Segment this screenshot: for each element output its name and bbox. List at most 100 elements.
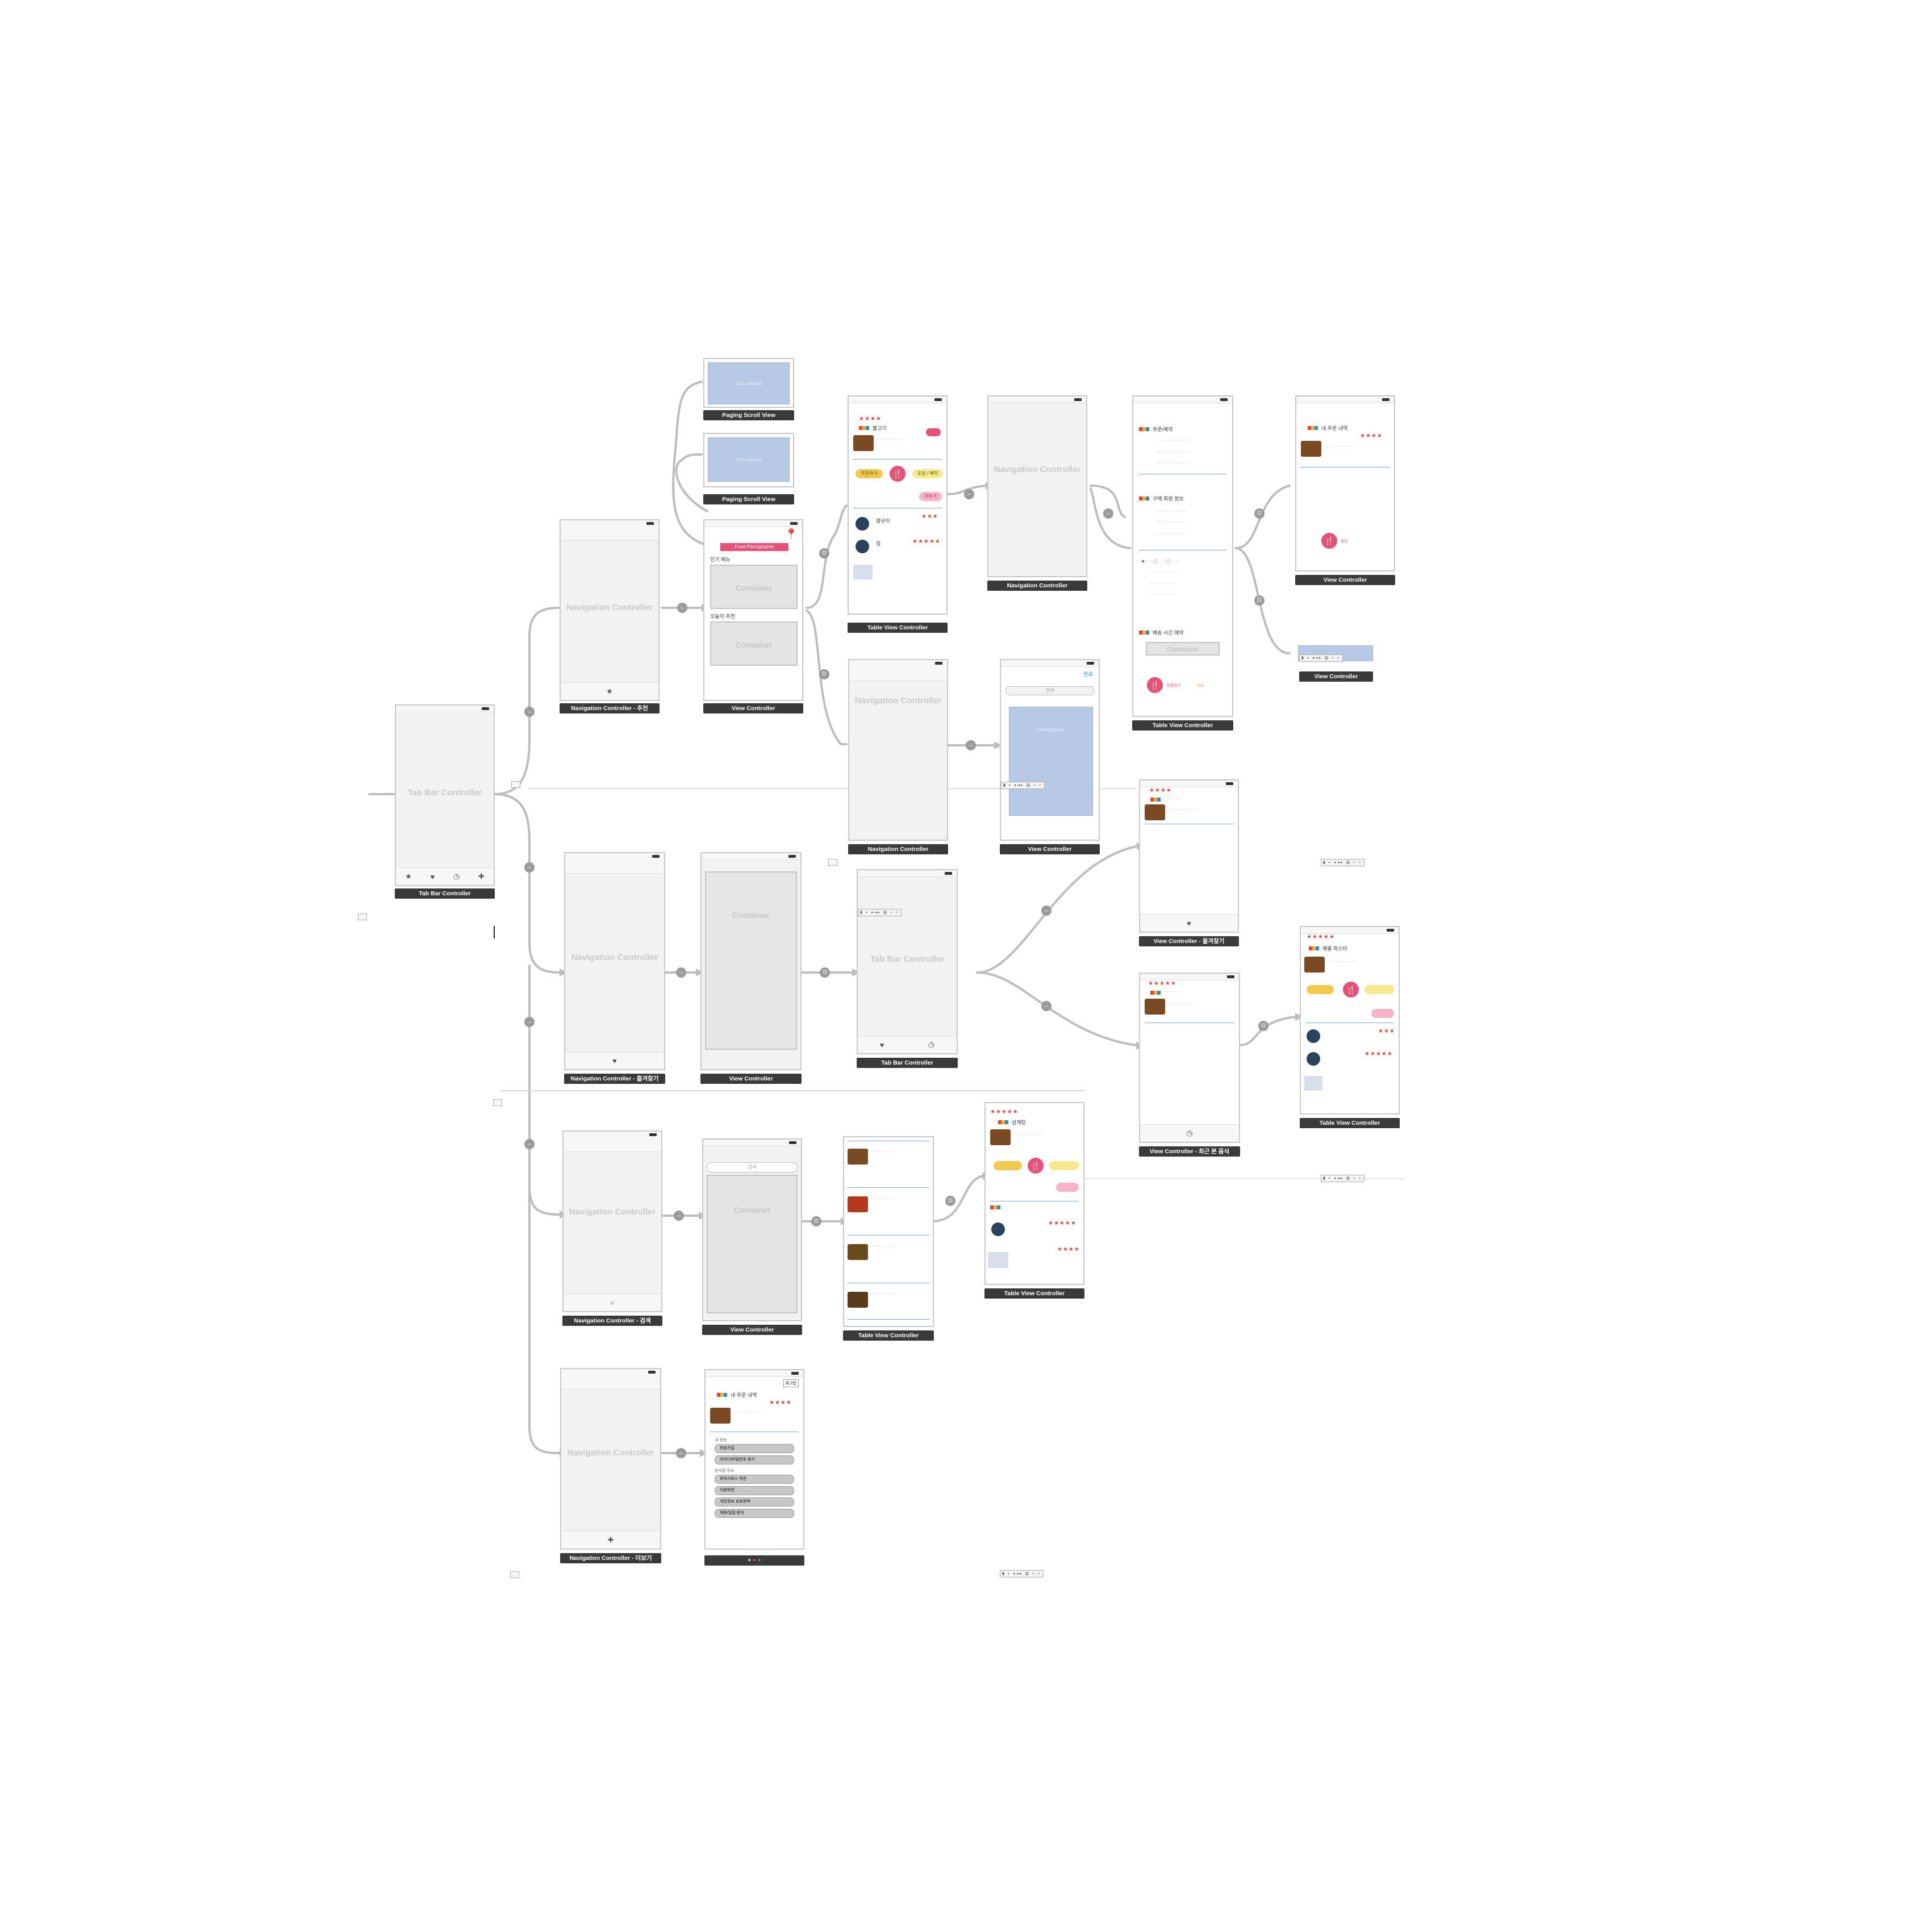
reserve-button[interactable]: 포장 / 예약 <box>912 469 943 478</box>
delivery-container[interactable]: Container <box>1146 642 1220 656</box>
scene-caption[interactable]: Navigation Controller - 즐겨찾기 <box>564 1074 665 1084</box>
nav-controller-frame[interactable]: Navigation Controller <box>987 395 1087 577</box>
login-button[interactable]: 로그인 <box>783 1379 799 1387</box>
menu-button[interactable]: 제휴/입점 문의 <box>715 1509 794 1518</box>
segue-badge[interactable]: ↔ <box>524 707 535 717</box>
menu-button[interactable]: 위치서비스 약관 <box>715 1475 794 1484</box>
fork-knife-icon[interactable]: 🍴 <box>1028 1158 1044 1174</box>
scene-dock[interactable]: ▮ ◐ ▸◂▸ ▥ ⌕ ⌕ <box>1299 654 1343 662</box>
segue-badge[interactable]: ↔ <box>674 1211 684 1221</box>
search-container[interactable]: Container <box>707 1175 798 1313</box>
vc-recent-frame[interactable]: ★★★★★ · · · · · · · · · · · · · · · · · … <box>1139 973 1240 1143</box>
confirm-label[interactable]: 주문하기 <box>1166 684 1181 688</box>
tab-bar-controller-frame[interactable]: Tab Bar Controller ★ ♥ ◷ ✚ <box>395 704 495 886</box>
scene-caption[interactable]: Navigation Controller - 검색 <box>562 1316 662 1326</box>
segue-badge[interactable]: ⊡ <box>1254 595 1265 606</box>
result-row-text[interactable]: · · · · · · · · · · <box>871 1244 895 1248</box>
vc-recommend-frame[interactable]: Food Photographer 📍 인기 메뉴 Container 오늘의 … <box>703 519 803 701</box>
more-pill[interactable] <box>1056 1183 1079 1192</box>
order-pill[interactable] <box>994 1161 1022 1170</box>
scene-caption[interactable]: Navigation Controller - 추천 <box>560 703 660 713</box>
scene-caption[interactable]: View Controller <box>700 1074 802 1084</box>
scene-marker[interactable] <box>358 913 367 920</box>
segue-badge[interactable]: ↔ <box>524 862 535 873</box>
scene-caption[interactable]: View Controller <box>1000 844 1100 854</box>
vc-order-result-frame[interactable]: 내 주문 내역 ★★★★ · · · · · · · · · · · · 🍴 확… <box>1295 395 1395 571</box>
scene-caption[interactable]: Tab Bar Controller <box>857 1058 958 1068</box>
result-row-text[interactable]: · · · · · · · · · · <box>871 1292 895 1296</box>
segue-badge[interactable]: ↔ <box>677 603 687 613</box>
fork-knife-icon[interactable]: 🍴 <box>1343 982 1359 998</box>
nav-controller-frame[interactable]: Navigation Controller <box>848 659 948 841</box>
heart-icon[interactable]: ♥ <box>879 1040 884 1049</box>
tvc-order-frame[interactable]: 주문/예약 · · · · · · · · · · · · · · · · · … <box>1132 395 1233 717</box>
menu-button[interactable]: 이용약관 <box>715 1486 794 1495</box>
scene-marker[interactable] <box>493 1099 502 1106</box>
scene-caption[interactable]: Paging Scroll View <box>703 410 794 420</box>
popular-container[interactable]: Container <box>710 565 798 609</box>
scene-dock[interactable]: ● ● ● <box>704 1555 804 1566</box>
tab-bar-controller-frame[interactable]: ▮ ◐ ▸◂▸ ▥ ⌕ ⌕ Tab Bar Controller ♥ ◷ <box>857 869 958 1054</box>
cancel-label[interactable]: 취소 <box>1197 684 1204 688</box>
vc-search-frame[interactable]: 검색 Container <box>702 1138 802 1321</box>
vc-fav-frame[interactable]: Container <box>700 852 802 1070</box>
more-button[interactable]: 더보기 <box>919 492 942 501</box>
tvc-search-detail-frame[interactable]: ★★★★★ 삼계탕 · · · · · · · · · · · · 🍴 ★★★★… <box>984 1102 1084 1285</box>
segue-badge[interactable]: ⊡ <box>811 1216 821 1226</box>
scene-caption[interactable]: Table View Controller <box>1300 1118 1400 1128</box>
menu-button[interactable]: 개인정보 보호정책 <box>715 1497 794 1507</box>
menu-button[interactable]: 아이디/비밀번호 찾기 <box>715 1455 794 1464</box>
radio-options[interactable]: ◉ · · · ◯ · · · ◯ · · · <box>1141 560 1178 564</box>
segue-badge[interactable]: ↔ <box>1041 906 1051 916</box>
search-input[interactable]: 검색 <box>707 1162 798 1172</box>
tvc-search-results-frame[interactable]: · · · · · · · · · · · · · · · · · · · · … <box>843 1136 934 1327</box>
more-pill[interactable] <box>1371 1009 1394 1018</box>
segue-badge[interactable]: ↔ <box>676 1448 686 1458</box>
exit-icon[interactable]: ● <box>752 1557 757 1563</box>
view-controller-icon[interactable]: ● <box>757 1557 761 1563</box>
scene-caption[interactable]: Paging Scroll View <box>703 494 794 504</box>
clock-icon[interactable]: ◷ <box>928 1040 935 1049</box>
scene-caption[interactable]: View Controller <box>702 1325 802 1335</box>
result-row-text[interactable]: · · · · · · · · · · <box>871 1149 895 1153</box>
scene-caption[interactable]: Tab Bar Controller <box>395 888 495 899</box>
segue-badge[interactable]: ↔ <box>524 1139 535 1149</box>
confirm-label[interactable]: 확인 <box>1341 540 1348 544</box>
menu-button[interactable]: 회원가입 <box>715 1444 794 1453</box>
segue-badge[interactable]: ↔ <box>964 489 974 499</box>
reserve-pill[interactable] <box>1049 1161 1079 1170</box>
scene-caption[interactable]: Table View Controller <box>1132 720 1233 731</box>
scene-dock[interactable]: ▮ ◐ ▸◂▸ ▥ ⌕ ⌕ <box>1000 1570 1044 1578</box>
nav-controller-frame[interactable]: Navigation Controller ✚ <box>560 1368 661 1550</box>
scene-dock[interactable]: ▮ ◐ ▸◂▸ ▥ ⌕ ⌕ <box>858 909 902 916</box>
paging-frame[interactable]: UIScrollView <box>703 433 794 487</box>
segue-badge[interactable]: ↔ <box>966 740 976 750</box>
scene-dock[interactable]: ▮ ◐ ▸◂▸ ▥ ⌕ ⌕ <box>1321 1175 1364 1182</box>
vc-fav-list-frame[interactable]: ★★★★ · · · · · · · · · · · · · · · · · ·… <box>1139 779 1239 933</box>
today-container[interactable]: Container <box>710 621 798 666</box>
segue-badge[interactable]: ↔ <box>1103 508 1113 519</box>
segue-badge[interactable]: ↔ <box>676 967 686 978</box>
order-button[interactable]: 주문하기 <box>856 469 883 478</box>
segue-badge[interactable]: ↔ <box>524 1017 535 1027</box>
vc-search-sub-frame[interactable]: 완료 검색 UIImageView ▮ ◐ ▸◂▸ ▥ ⌕ ⌕ <box>1000 659 1100 841</box>
segue-badge[interactable]: ⊡ <box>819 669 829 679</box>
result-row-text[interactable]: · · · · · · · · · · <box>871 1196 895 1200</box>
fork-knife-icon[interactable]: 🍴 <box>1321 533 1337 549</box>
heart-icon[interactable]: ♥ <box>430 872 435 881</box>
favorite-toggle[interactable] <box>926 428 941 436</box>
scene-caption[interactable]: View Controller <box>1299 671 1373 682</box>
scene-marker[interactable] <box>510 1571 519 1578</box>
segue-badge[interactable]: ⊡ <box>820 967 830 978</box>
scene-caption[interactable]: View Controller - 즐겨찾기 <box>1139 936 1239 946</box>
plus-icon[interactable]: ✚ <box>478 872 485 881</box>
vc-more-frame[interactable]: 로그인 내 주문 내역 ★★★★ · · · · · · · · · · · ·… <box>704 1369 804 1550</box>
scene-dock[interactable]: ▮ ◐ ▸◂▸ ▥ ⌕ ⌕ <box>1321 859 1364 866</box>
scene-caption[interactable]: Navigation Controller <box>987 581 1087 591</box>
fav-container[interactable]: Container <box>705 871 797 1050</box>
tvc-recent-detail-frame[interactable]: ★★★★★ 해물 파스타 · · · · · · · · · · · · 🍴 ★… <box>1300 926 1400 1115</box>
nav-controller-frame[interactable]: Navigation Controller ♥ <box>564 852 665 1070</box>
scene-marker[interactable] <box>511 781 520 788</box>
scene-caption[interactable]: Navigation Controller - 더보기 <box>560 1553 661 1563</box>
map-pin-icon[interactable]: 📍 <box>785 528 798 540</box>
